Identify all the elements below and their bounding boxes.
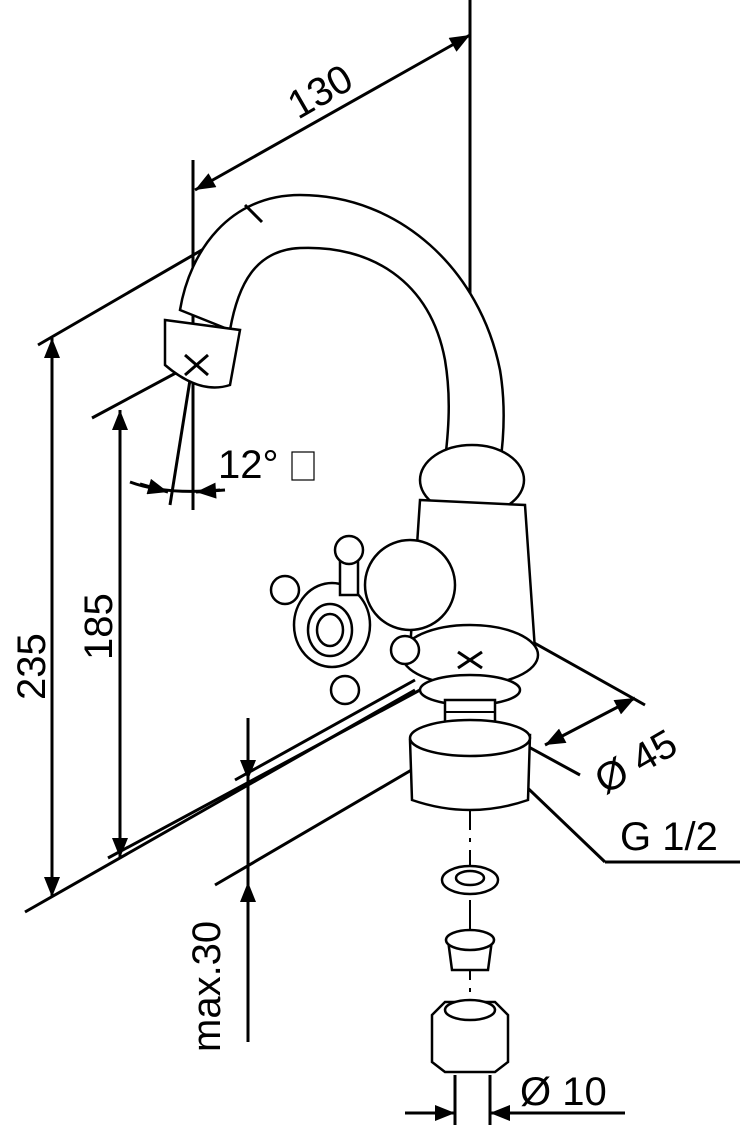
dimension-total-height: 235 — [10, 338, 60, 897]
total-height-label: 235 — [10, 633, 54, 700]
max-thickness-label: max.30 — [185, 921, 229, 1052]
dimension-max-thickness: max.30 — [185, 718, 256, 1052]
dimension-spout-height: 185 — [77, 410, 128, 858]
dimension-angle: 12° — [129, 379, 315, 506]
angle-label: 12° — [218, 443, 279, 487]
thread-label: G 1/2 — [620, 815, 718, 859]
base-diameter-label: Ø 45 — [588, 721, 685, 802]
aerator — [163, 318, 242, 389]
valve-housing — [363, 538, 457, 632]
faucet — [163, 193, 540, 1074]
pipe-diameter-label: Ø 10 — [520, 1070, 607, 1114]
spout-height-label: 185 — [77, 593, 121, 660]
dimension-pipe-diameter: Ø 10 — [405, 1070, 625, 1125]
reach-label: 130 — [281, 56, 361, 127]
dimension-thread: G 1/2 — [488, 750, 740, 864]
angle-symbol-box — [291, 451, 315, 481]
handle — [269, 534, 421, 706]
